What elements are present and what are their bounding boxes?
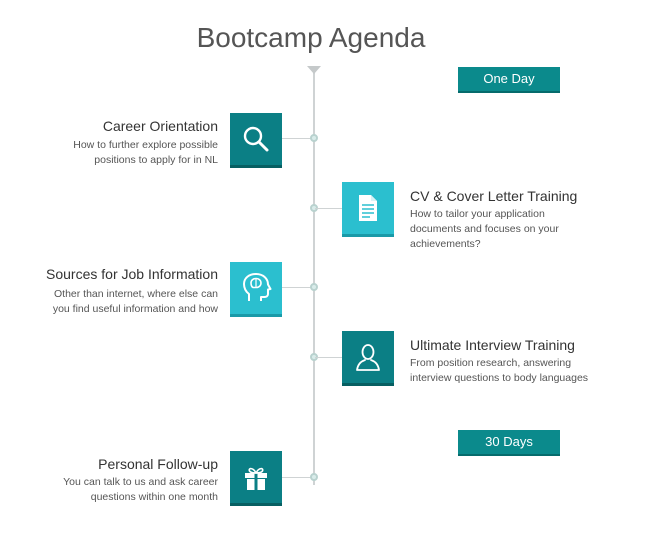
timeline-node: [310, 473, 318, 481]
page-title: Bootcamp Agenda: [196, 22, 426, 53]
timeline-axis: [313, 70, 315, 485]
connector: [282, 287, 313, 288]
timeline-node: [310, 134, 318, 142]
head-icon-box: [230, 262, 282, 317]
timeline-node: [310, 283, 318, 291]
connector: [282, 138, 313, 139]
item-description-line: How to tailor your application: [410, 208, 545, 220]
item-title: CV & Cover Letter Training: [410, 188, 578, 204]
item-description-line: interview questions to body languages: [410, 372, 589, 384]
search-icon: [243, 126, 269, 152]
gift-icon-box: [230, 451, 282, 506]
badge-one-day: One Day: [458, 67, 560, 91]
item-description: How to further explore possible position…: [73, 138, 218, 168]
item-description-line: positions to apply for in NL: [94, 154, 218, 166]
item-description-line: How to further explore possible: [73, 139, 218, 151]
person-icon-box: [342, 331, 394, 386]
timeline-arrow: [307, 66, 321, 74]
connector: [282, 477, 313, 478]
badge-30-days: 30 Days: [458, 430, 560, 454]
item-title: Ultimate Interview Training: [410, 337, 575, 353]
document-icon: [359, 195, 377, 221]
item-description-line: You can talk to us and ask career: [63, 476, 218, 488]
head-icon: [243, 273, 272, 301]
item-title: Sources for Job Information: [46, 266, 218, 282]
item-description: You can talk to us and ask career questi…: [63, 475, 218, 505]
item-description-line: From position research, answering: [410, 357, 572, 369]
item-description: Other than internet, where else can you …: [53, 287, 218, 317]
item-title: Career Orientation: [102, 118, 218, 134]
item-title: Personal Follow-up: [98, 456, 218, 472]
item-description-line: Other than internet, where else can: [53, 288, 218, 300]
connector: [315, 357, 342, 358]
gift-icon: [245, 467, 267, 490]
item-description: From position research, answering interv…: [410, 356, 588, 386]
item-description-line: you find useful information and how: [52, 303, 218, 315]
item-description-line: documents and focuses on your: [410, 223, 559, 235]
person-icon: [356, 344, 380, 371]
item-description-line: questions within one month: [90, 491, 218, 503]
search-icon-box: [230, 113, 282, 168]
item-description: How to tailor your application documents…: [410, 207, 559, 252]
item-description-line: achievements?: [410, 238, 481, 250]
document-icon-box: [342, 182, 394, 237]
connector: [315, 208, 342, 209]
